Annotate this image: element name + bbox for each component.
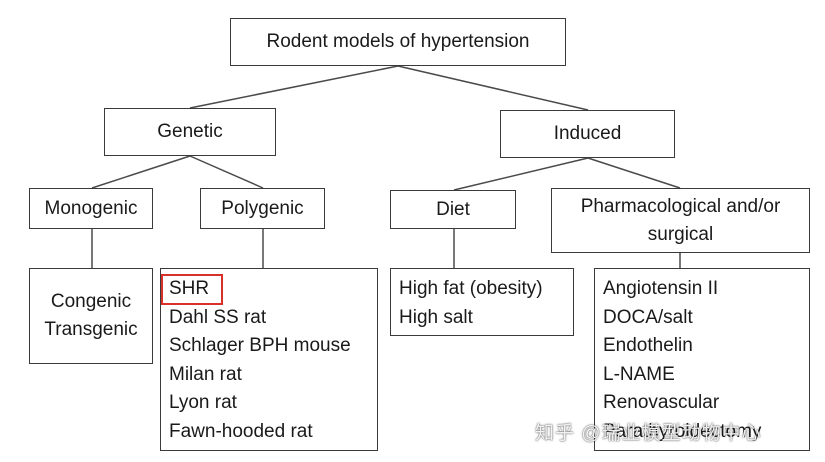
induced-node: Induced — [500, 110, 675, 158]
list-item: Transgenic — [44, 319, 138, 340]
pharma-label-line-1: Pharmacological and/or — [580, 195, 781, 217]
root-label: Rodent models of hypertension — [266, 31, 530, 53]
monogenic-label: Monogenic — [44, 197, 138, 219]
pharma-label-line-2: surgical — [647, 223, 714, 245]
list-item: Angiotensin II — [603, 278, 719, 299]
list-item: Dahl SS rat — [169, 306, 267, 328]
monogenic-list: Congenic Transgenic — [29, 268, 153, 364]
watermark: 知乎 @瑞业模型动物中心 — [535, 423, 762, 444]
connector-induced-diet — [453, 157, 589, 191]
monogenic-node: Monogenic — [29, 188, 153, 229]
list-item: Fawn-hooded rat — [169, 420, 313, 442]
connector-induced-pharma — [587, 157, 681, 189]
genetic-label: Genetic — [157, 121, 223, 143]
diet-list: High fat (obesity) High salt — [390, 268, 574, 336]
list-item: Schlager BPH mouse — [169, 335, 351, 356]
list-item-shr: SHR — [169, 278, 210, 299]
connector-root-induced — [397, 65, 589, 111]
genetic-node: Genetic — [104, 108, 276, 156]
polygenic-node: Polygenic — [200, 188, 325, 229]
list-item: L-NAME — [603, 363, 675, 385]
diet-node: Diet — [390, 190, 516, 229]
root-node: Rodent models of hypertension — [230, 18, 566, 66]
list-item: Congenic — [50, 291, 132, 312]
list-item: High salt — [399, 306, 473, 328]
list-item: Renovascular — [603, 392, 720, 413]
connector-root-genetic — [189, 65, 399, 109]
diet-label: Diet — [436, 198, 470, 220]
induced-label: Induced — [553, 123, 622, 145]
polygenic-label: Polygenic — [221, 197, 304, 219]
list-item: Lyon rat — [169, 392, 237, 413]
connector-genetic-polygenic — [189, 155, 264, 189]
list-item: DOCA/salt — [603, 306, 693, 328]
pharma-list: Angiotensin II DOCA/salt Endothelin L-NA… — [594, 268, 810, 451]
list-item: High fat (obesity) — [399, 278, 543, 299]
shr-highlight-box — [161, 274, 223, 305]
list-item: Endothelin — [603, 335, 693, 356]
list-item: Milan rat — [169, 363, 242, 385]
pharma-node: Pharmacological and/or surgical — [551, 188, 810, 253]
list-item: Parathyroidectomy — [603, 420, 762, 442]
connector-genetic-monogenic — [91, 155, 191, 189]
polygenic-list: SHR Dahl SS rat Schlager BPH mouse Milan… — [160, 268, 378, 451]
